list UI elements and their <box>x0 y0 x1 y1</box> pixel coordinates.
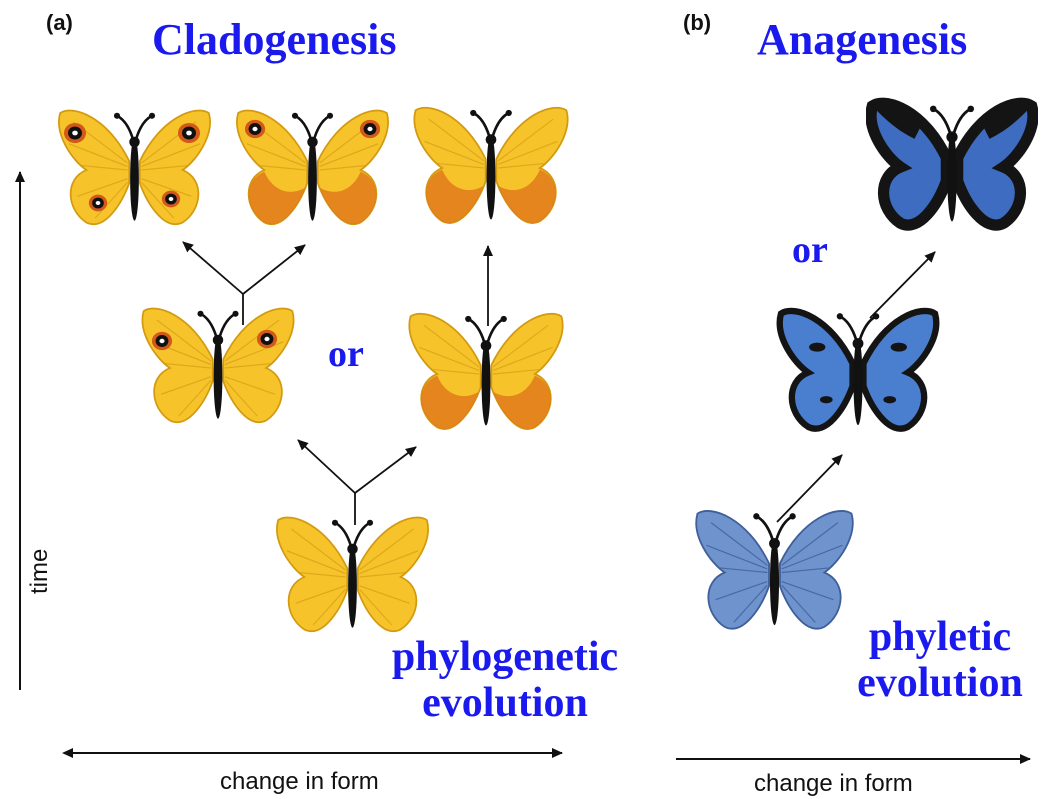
panel-b-or-label: or <box>792 228 828 272</box>
arrow-icon-branch-lower <box>298 440 416 525</box>
panel-b-evolution-label: phyletic evolution <box>840 614 1040 706</box>
butterfly-icon-darkblue-top <box>871 103 1033 225</box>
panel-a-title: Cladogenesis <box>152 14 396 65</box>
butterfly-icon-ancestor-b <box>696 511 852 629</box>
butterfly-icon-ancestor-a <box>277 518 428 632</box>
panel-b-evolution-line2: evolution <box>840 660 1040 706</box>
panel-b-x-axis-label: change in form <box>754 770 913 798</box>
panel-a-y-axis-label: time <box>26 549 54 594</box>
panel-a-evolution-label: phylogenetic evolution <box>374 634 636 726</box>
butterfly-icon-orange-top <box>414 108 567 223</box>
panel-a-x-axis-label: change in form <box>220 768 379 796</box>
panel-a-evolution-line1: phylogenetic <box>374 634 636 680</box>
panel-b-label: (b) <box>683 10 711 36</box>
butterfly-icon-four-eyespot-top <box>59 111 210 225</box>
panel-a-label: (a) <box>46 10 73 36</box>
butterfly-icon-eyespot-mid <box>142 309 293 423</box>
butterfly-icon-blue-mid <box>780 311 936 429</box>
panel-b-title: Anagenesis <box>757 14 967 65</box>
panel-a-or-label: or <box>328 332 364 376</box>
butterfly-icon-orange-mid <box>409 314 562 429</box>
panel-b-evolution-line1: phyletic <box>840 614 1040 660</box>
butterfly-icon-eyespot-orange-top <box>237 111 388 225</box>
panel-a-evolution-line2: evolution <box>374 680 636 726</box>
